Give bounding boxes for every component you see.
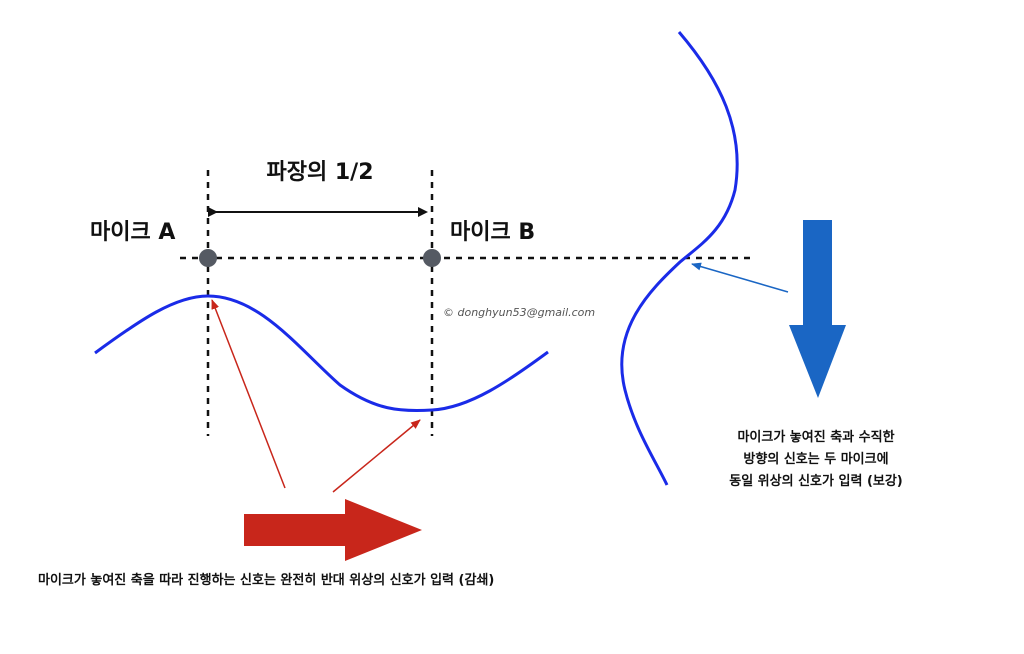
red-pointer-to-mic-b	[332, 419, 421, 493]
blue-pointer-to-wave	[691, 262, 789, 293]
mic-b-dot	[423, 249, 441, 267]
big-red-arrow	[244, 499, 422, 561]
right-caption-line-3: 동일 위상의 신호가 입력 (보강)	[729, 473, 903, 489]
copyright-credit: © donghyun53@gmail.com	[443, 306, 595, 319]
right-caption-line-2: 방향의 신호는 두 마이크에	[743, 451, 888, 467]
big-blue-arrow	[789, 220, 846, 398]
half-wavelength-label: 파장의 1/2	[266, 160, 373, 185]
mic-a-label: 마이크 A	[90, 220, 175, 245]
horizontal-wave	[94, 294, 549, 413]
mic-a-dot	[199, 249, 217, 267]
right-caption-line-1: 마이크가 놓여진 축과 수직한	[737, 429, 894, 445]
bottom-caption: 마이크가 놓여진 축을 따라 진행하는 신호는 완전히 반대 위상의 신호가 입…	[38, 572, 494, 588]
vertical-wave	[620, 31, 739, 486]
mic-b-label: 마이크 B	[450, 220, 535, 245]
red-pointer-to-mic-a	[211, 299, 286, 489]
